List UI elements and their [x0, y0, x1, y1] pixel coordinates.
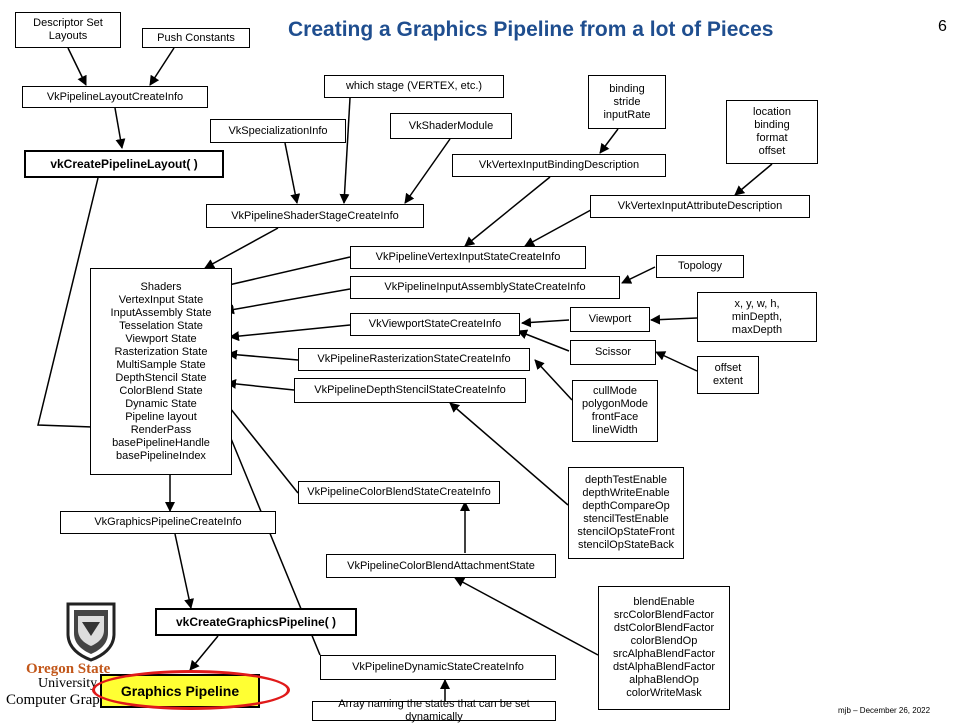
arrow-whichstage-to-shaderstage: [339, 97, 351, 204]
arrow-bindingstride-to-bindingdesc: [599, 128, 619, 154]
arrow-blendparams-to-attachment: [454, 577, 599, 656]
arrow-viewport-to-viewportstate: [521, 317, 570, 328]
vertex-input-state-create-info-box: VkPipelineVertexInputStateCreateInfo: [350, 246, 586, 269]
viewport-xywh-box: x, y, w, h, minDepth, maxDepth: [697, 292, 817, 342]
logo-text-oregon-state: Oregon State: [26, 661, 111, 677]
arrow-descriptor-to-layoutinfo: [67, 47, 87, 86]
logo-text-university: University: [38, 676, 98, 691]
push-constants-box: Push Constants: [142, 28, 250, 48]
vertex-binding-description-box: VkVertexInputBindingDescription: [452, 154, 666, 177]
arrow-depthstencil-to-state: [226, 378, 295, 391]
dynamic-state-create-info-box: VkPipelineDynamicStateCreateInfo: [320, 655, 556, 680]
arrow-specialization-to-shaderstage: [284, 142, 301, 204]
arrow-create-to-pipeline: [189, 635, 219, 671]
arrow-inputassembly-to-state: [224, 288, 351, 315]
arrow-location-to-attributedesc: [734, 163, 773, 196]
create-graphics-pipeline-box: vkCreateGraphicsPipeline( ): [155, 608, 357, 636]
arrow-topology-to-inputassembly: [621, 266, 656, 284]
depth-params-box: depthTestEnable depthWriteEnable depthCo…: [568, 467, 684, 559]
shader-stage-create-info-box: VkPipelineShaderStageCreateInfo: [206, 204, 424, 228]
create-pipeline-layout-box: vkCreatePipelineLayout( ): [24, 150, 224, 178]
scissor-box: Scissor: [570, 340, 656, 365]
specialization-info-box: VkSpecializationInfo: [210, 119, 346, 143]
cull-mode-box: cullMode polygonMode frontFace lineWidth: [572, 380, 658, 442]
color-blend-state-create-info-box: VkPipelineColorBlendStateCreateInfo: [298, 481, 500, 504]
graphics-pipeline-highlight: [92, 670, 290, 710]
graphics-pipeline-create-info-box: VkGraphicsPipelineCreateInfo: [60, 511, 276, 534]
arrow-vertexinput-to-vertexinputstate: [219, 256, 351, 290]
arrow-graphicsinfo-to-create: [174, 533, 194, 609]
arrow-depthparams-to-depthstencilinfo: [449, 402, 569, 506]
viewport-state-create-info-box: VkViewportStateCreateInfo: [350, 313, 520, 336]
arrow-bindingdesc-to-vertexinput: [464, 176, 551, 247]
arrow-shadermodule-to-shaderstage: [404, 138, 451, 204]
arrow-scissor-to-viewportstate: [517, 329, 570, 352]
arrow-attributedesc-to-vertexinput: [524, 204, 601, 247]
arrow-pushconst-to-layoutinfo: [149, 47, 175, 86]
arrow-offsetextent-to-scissor: [655, 351, 698, 372]
arrow-layoutinfo-to-createlayout: [114, 107, 126, 149]
logo-text-computer-graphics: Computer Graphics: [6, 692, 124, 708]
oregon-state-logo-icon: [66, 602, 116, 662]
pipeline-layout-create-info-box: VkPipelineLayoutCreateInfo: [22, 86, 208, 108]
pipeline-states-box: Shaders VertexInput State InputAssembly …: [90, 268, 232, 475]
arrow-xywh-to-viewport: [650, 314, 698, 325]
arrow-rasterization-to-state: [227, 349, 299, 361]
shader-module-box: VkShaderModule: [390, 113, 512, 139]
blend-params-box: blendEnable srcColorBlendFactor dstColor…: [598, 586, 730, 710]
footer-text: mjb – December 26, 2022: [838, 706, 931, 715]
depth-stencil-state-create-info-box: VkPipelineDepthStencilStateCreateInfo: [294, 378, 526, 403]
binding-stride-box: binding stride inputRate: [588, 75, 666, 129]
arrow-viewportstate-to-state: [229, 324, 351, 342]
descriptor-set-layouts-box: Descriptor Set Layouts: [15, 12, 121, 48]
topology-box: Topology: [656, 255, 744, 278]
arrow-cullmode-to-rasterization: [534, 359, 573, 401]
location-binding-box: location binding format offset: [726, 100, 818, 164]
arrow-shaderstage-to-shaders: [204, 227, 279, 269]
page-title: Creating a Graphics Pipeline from a lot …: [288, 18, 774, 41]
page-number: 6: [938, 18, 947, 35]
arrow-colorblendinfo-to-state: [221, 397, 299, 494]
dynamic-array-box: Array naming the states that can be set …: [312, 698, 556, 723]
rasterization-state-create-info-box: VkPipelineRasterizationStateCreateInfo: [298, 348, 530, 371]
input-assembly-state-create-info-box: VkPipelineInputAssemblyStateCreateInfo: [350, 276, 620, 299]
which-stage-box: which stage (VERTEX, etc.): [324, 75, 504, 98]
vertex-attribute-description-box: VkVertexInputAttributeDescription: [590, 195, 810, 218]
viewport-box: Viewport: [570, 307, 650, 332]
color-blend-attachment-state-box: VkPipelineColorBlendAttachmentState: [326, 554, 556, 578]
offset-extent-box: offset extent: [697, 356, 759, 394]
